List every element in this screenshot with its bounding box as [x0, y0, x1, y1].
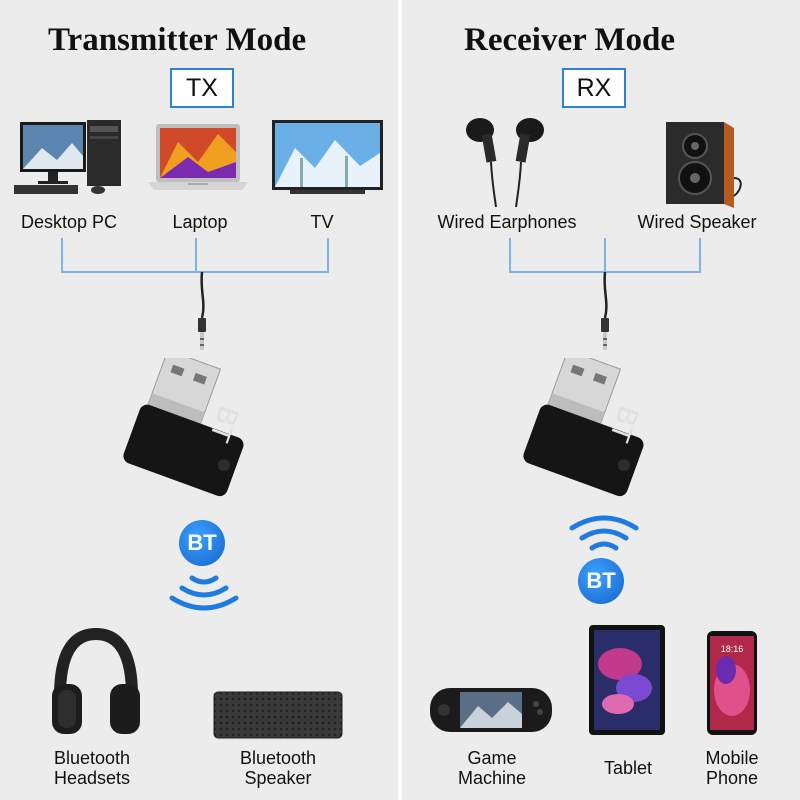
- bluetooth-dongle-rx: BT: [520, 358, 690, 518]
- rx-tag: RX: [562, 68, 626, 108]
- wired-speaker-icon: [664, 118, 744, 208]
- headphones-icon: [48, 626, 144, 738]
- bluetooth-headsets-line1: Bluetooth: [53, 748, 131, 768]
- mobile-phone-line2: Phone: [705, 768, 759, 788]
- game-machine-line1: Game: [467, 748, 517, 768]
- tablet-icon: [588, 624, 666, 736]
- bluetooth-badge-rx: BT: [578, 558, 624, 604]
- laptop-label: Laptop: [172, 212, 228, 232]
- tv-icon: [270, 118, 385, 198]
- bluetooth-speaker-icon: [212, 690, 344, 740]
- laptop-icon: [148, 122, 250, 194]
- panel-divider: [398, 0, 402, 800]
- bluetooth-speaker-line2: Speaker: [244, 768, 312, 788]
- bluetooth-headsets-label: Bluetooth Headsets: [42, 748, 142, 788]
- tx-tag: TX: [170, 68, 234, 108]
- svg-text:18:16: 18:16: [721, 644, 744, 654]
- bluetooth-speaker-label: Bluetooth Speaker: [228, 748, 328, 788]
- mobile-phone-icon: 18:16: [706, 630, 758, 736]
- transmitter-title: Transmitter Mode: [48, 22, 307, 58]
- bluetooth-waves-icon: [164, 566, 244, 618]
- earphones-icon: [454, 112, 554, 207]
- receiver-panel: Receiver Mode RX Wired Earphones: [402, 0, 800, 800]
- receiver-title: Receiver Mode: [464, 22, 676, 58]
- transmitter-panel: Transmitter Mode TX Desktop PC: [0, 0, 398, 800]
- game-machine-label: Game Machine: [442, 748, 542, 788]
- tablet-label: Tablet: [603, 758, 653, 778]
- bluetooth-dongle: BT: [120, 358, 290, 518]
- bluetooth-badge: BT: [179, 520, 225, 566]
- wired-earphones-label: Wired Earphones: [437, 212, 577, 232]
- bluetooth-speaker-line1: Bluetooth: [239, 748, 317, 768]
- game-machine-line2: Machine: [457, 768, 527, 788]
- mobile-phone-label: Mobile Phone: [682, 748, 782, 788]
- tv-label: TV: [310, 212, 334, 232]
- rx-connector-bracket: [402, 232, 800, 352]
- mobile-phone-line1: Mobile: [705, 748, 759, 768]
- game-console-icon: [428, 684, 554, 736]
- bluetooth-headsets-line2: Headsets: [53, 768, 131, 788]
- tx-connector-bracket: [0, 232, 398, 352]
- desktop-pc-icon: [12, 118, 127, 198]
- bluetooth-waves-icon-rx: [564, 508, 644, 560]
- wired-speaker-label: Wired Speaker: [637, 212, 757, 232]
- desktop-pc-label: Desktop PC: [20, 212, 118, 232]
